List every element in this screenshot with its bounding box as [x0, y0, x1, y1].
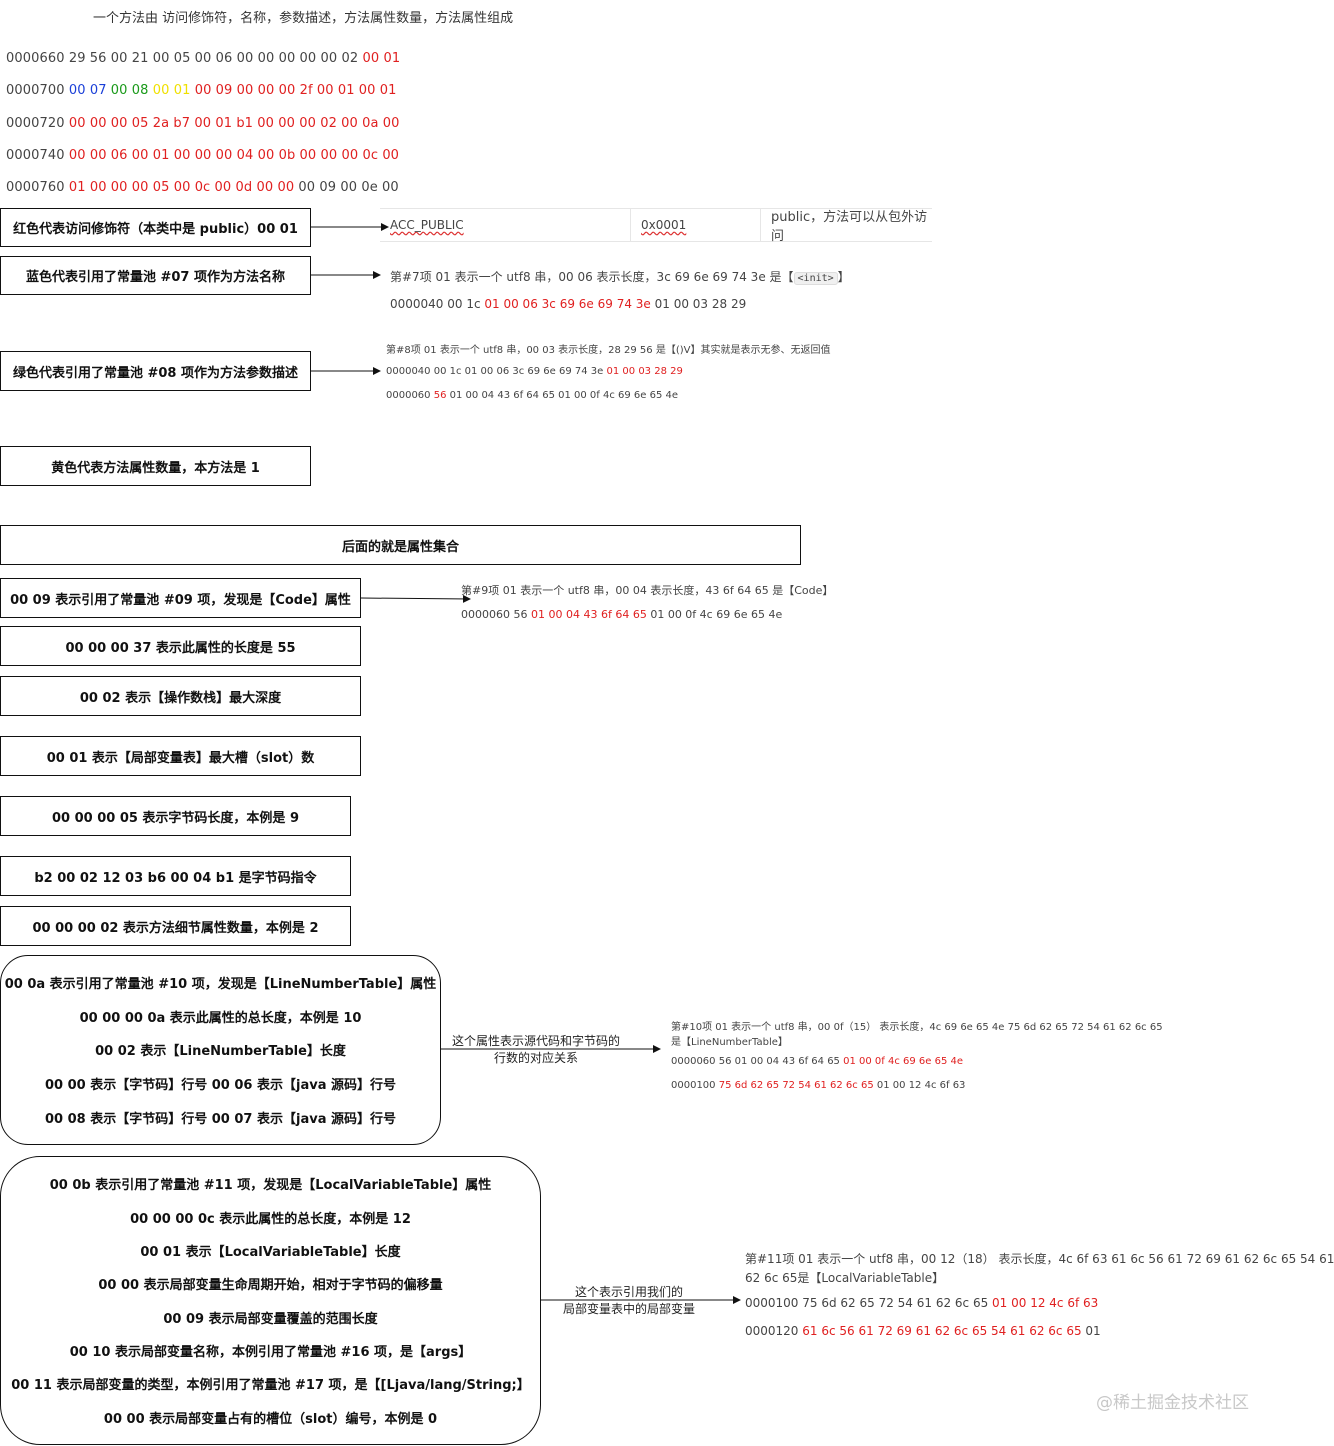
init-code-tag: <init> — [793, 272, 838, 285]
note-cp10-hex1: 0000060 56 01 00 04 43 6f 64 65 01 00 0f… — [671, 1056, 964, 1067]
hex-segment: 00 00 00 05 2a b7 00 01 b1 00 00 00 02 0… — [68, 116, 400, 131]
note-cp9-desc: 第#9项 01 表示一个 utf8 串，00 04 表示长度，43 6f 64 … — [461, 584, 834, 597]
note-cp8-desc: 第#8项 01 表示一个 utf8 串，00 03 表示长度，28 29 56 … — [386, 345, 831, 356]
lnt-edge-label: 这个属性表示源代码和字节码的 行数的对应关系 — [452, 1033, 621, 1067]
diagram-title: 一个方法由 访问修饰符，名称，参数描述，方法属性数量，方法属性组成 — [93, 11, 514, 26]
hex-line: 0000700 00 07 00 08 00 01 00 09 00 00 00… — [6, 83, 397, 98]
hex-segment: 00 09 00 0e 00 — [294, 180, 399, 195]
lnt-line: 00 00 00 0a 表示此属性的总长度，本例是 10 — [79, 1010, 362, 1026]
hex-segment: 0000740 — [6, 148, 69, 163]
lvt-line: 00 0b 表示引用了常量池 #11 项，发现是【LocalVariableTa… — [49, 1178, 492, 1194]
lvt-line: 00 11 表示局部变量的类型，本例引用了常量池 #17 项，是【[Ljava/… — [11, 1378, 530, 1394]
box-code-length: 00 00 00 05 表示字节码长度，本例是 9 — [0, 796, 351, 836]
lvt-line: 00 00 表示局部变量生命周期开始，相对于字节码的偏移量 — [98, 1278, 443, 1294]
box-green-descriptor-index: 绿色代表引用了常量池 #08 项作为方法参数描述 — [0, 351, 311, 391]
box-blue-name-index: 蓝色代表引用了常量池 #07 项作为方法名称 — [0, 256, 311, 295]
hex-line: 0000740 00 00 06 00 01 00 00 00 04 00 0b… — [6, 148, 399, 163]
box-bytecode: b2 00 02 12 03 b6 00 04 b1 是字节码指令 — [0, 856, 351, 896]
note-cp11-hex2: 0000120 61 6c 56 61 72 69 61 62 6c 65 54… — [745, 1324, 1101, 1338]
box-attribute-set: 后面的就是属性集合 — [0, 525, 801, 565]
lnt-line: 00 08 表示【字节码】行号 00 07 表示【java 源码】行号 — [45, 1111, 396, 1127]
lvt-line: 00 00 00 0c 表示此属性的总长度，本例是 12 — [130, 1211, 411, 1227]
note-cp9-hex: 0000060 56 01 00 04 43 6f 64 65 01 00 0f… — [461, 608, 783, 621]
box-max-stack: 00 02 表示【操作数栈】最大深度 — [0, 676, 361, 716]
lnt-line: 00 0a 表示引用了常量池 #10 项，发现是【LineNumberTable… — [4, 977, 437, 993]
note-cp11-desc1: 第#11项 01 表示一个 utf8 串，00 12（18） 表示长度，4c 6… — [745, 1252, 1334, 1266]
note-cp11-desc2: 62 6c 65是【LocalVariableTable】 — [745, 1271, 945, 1285]
hex-segment: 00 01 — [362, 51, 401, 66]
box-line-number-table: 00 0a 表示引用了常量池 #10 项，发现是【LineNumberTable… — [0, 955, 441, 1145]
note-cp10-desc2: 是【LineNumberTable】 — [671, 1037, 788, 1048]
hex-segment: 00 09 00 00 00 2f 00 01 00 01 — [194, 83, 397, 98]
hex-segment: 0000720 — [6, 116, 69, 131]
access-flag-desc: public，方法可以从包外访问 — [760, 209, 932, 244]
lvt-line: 00 10 表示局部变量名称，本例引用了常量池 #16 项，是【args】 — [69, 1345, 472, 1361]
note-cp8-hex1: 0000040 00 1c 01 00 06 3c 69 6e 69 74 3e… — [386, 366, 683, 377]
hex-segment: 00 00 06 00 01 00 00 00 04 00 0b 00 00 0… — [68, 148, 400, 163]
box-yellow-attr-count: 黄色代表方法属性数量，本方法是 1 — [0, 446, 311, 486]
lvt-line: 00 00 表示局部变量占有的槽位（slot）编号，本例是 0 — [103, 1411, 438, 1427]
box-local-variable-table: 00 0b 表示引用了常量池 #11 项，发现是【LocalVariableTa… — [0, 1156, 541, 1445]
hex-line: 0000660 29 56 00 21 00 05 00 06 00 00 00… — [6, 51, 400, 66]
box-code-attribute: 00 09 表示引用了常量池 #09 项，发现是【Code】属性 — [0, 578, 361, 618]
box-red-access-flag: 红色代表访问修饰符（本类中是 public）00 01 — [0, 208, 311, 247]
hex-segment: 00 01 — [152, 83, 191, 98]
hex-segment: 0000760 — [6, 180, 69, 195]
hex-segment: 0000660 29 56 00 21 00 05 00 06 00 00 00… — [6, 51, 363, 66]
note-cp11-hex1: 0000100 75 6d 62 65 72 54 61 62 6c 65 01… — [745, 1296, 1099, 1310]
access-flag-value: 0x0001 — [630, 209, 760, 241]
hex-segment: 00 07 — [68, 83, 107, 98]
lnt-line: 00 00 表示【字节码】行号 00 06 表示【java 源码】行号 — [45, 1078, 396, 1094]
hex-segment: 01 00 00 00 05 00 0c 00 0d 00 00 — [68, 180, 295, 195]
connector-arrows — [311, 223, 741, 1304]
lvt-edge-label: 这个表示引用我们的 局部变量表中的局部变量 — [563, 1284, 696, 1318]
lvt-line: 00 09 表示局部变量覆盖的范围长度 — [163, 1311, 378, 1327]
access-flag-table: ACC_PUBLIC 0x0001 public，方法可以从包外访问 — [380, 208, 932, 244]
box-max-locals: 00 01 表示【局部变量表】最大槽（slot）数 — [0, 736, 361, 776]
lvt-line: 00 01 表示【LocalVariableTable】长度 — [140, 1244, 401, 1260]
lnt-line: 00 02 表示【LineNumberTable】长度 — [95, 1044, 346, 1060]
note-cp7-desc: 第#7项 01 表示一个 utf8 串，00 06 表示长度，3c 69 6e … — [390, 270, 850, 285]
hex-segment: 0000700 — [6, 83, 69, 98]
note-cp8-hex2: 0000060 56 01 00 04 43 6f 64 65 01 00 0f… — [386, 390, 679, 401]
note-cp10-hex2: 0000100 75 6d 62 65 72 54 61 62 6c 65 01… — [671, 1080, 966, 1091]
hex-line: 0000720 00 00 00 05 2a b7 00 01 b1 00 00… — [6, 116, 400, 131]
note-cp7-hex: 0000040 00 1c 01 00 06 3c 69 6e 69 74 3e… — [390, 297, 747, 311]
hex-line: 0000760 01 00 00 00 05 00 0c 00 0d 00 00… — [6, 180, 399, 195]
box-detail-attr-count: 00 00 00 02 表示方法细节属性数量，本例是 2 — [0, 906, 351, 946]
note-cp10-desc1: 第#10项 01 表示一个 utf8 串，00 0f（15） 表示长度，4c 6… — [671, 1022, 1163, 1033]
box-attribute-length: 00 00 00 37 表示此属性的长度是 55 — [0, 626, 361, 666]
hex-segment: 00 08 — [110, 83, 149, 98]
arrow-code-to-cp9 — [360, 594, 471, 603]
access-flag-name: ACC_PUBLIC — [390, 218, 464, 232]
watermark: @稀土掘金技术社区 — [1096, 1393, 1249, 1413]
